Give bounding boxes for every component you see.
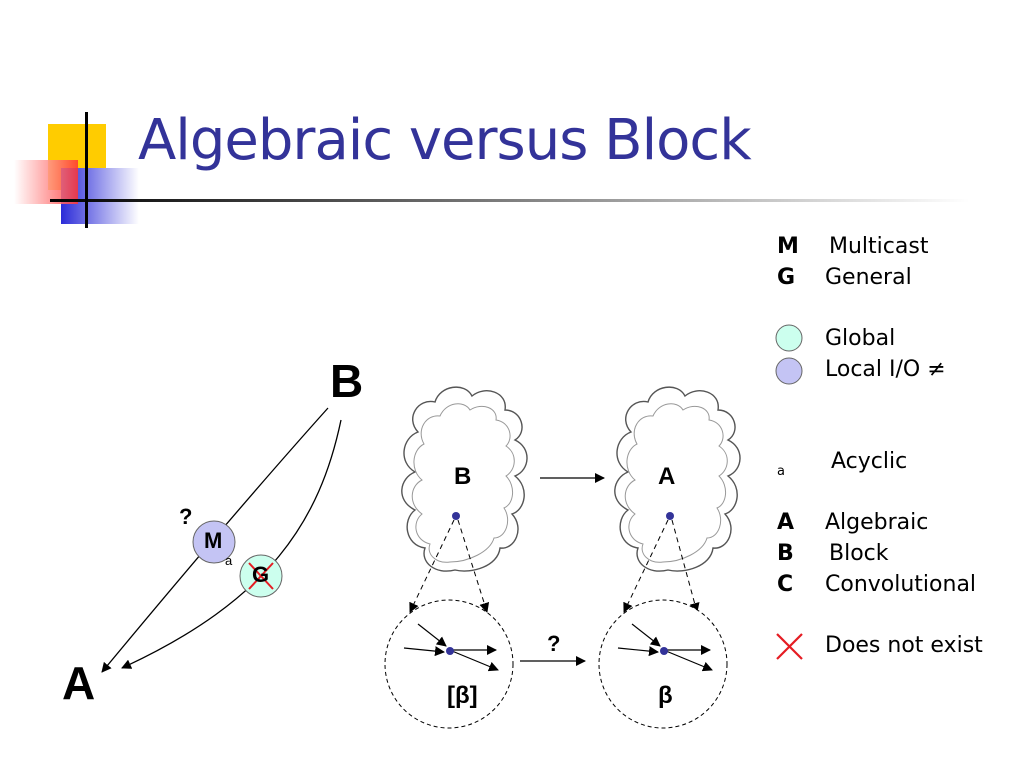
cloud-b <box>401 386 528 572</box>
dashed-b-right <box>457 519 490 613</box>
circle-right <box>598 599 728 729</box>
node-m-label: M <box>204 528 223 553</box>
node-m-subscript: a <box>225 553 233 568</box>
legend-key-block: B <box>777 541 794 566</box>
circle-left <box>384 599 514 729</box>
legend-global-circle <box>775 324 803 352</box>
cloud-b-inner <box>411 403 515 563</box>
legend-text-algebraic: Algebraic <box>825 510 929 535</box>
right-out-arrow-2 <box>665 650 713 672</box>
logo-vertical-line <box>85 112 88 228</box>
cloud-a <box>614 386 741 572</box>
label-b: B <box>330 355 364 407</box>
legend-key-a-subscript: a <box>777 464 785 479</box>
cloud-a-inner <box>624 403 728 563</box>
circle-right-label: β <box>658 682 673 709</box>
dashed-a-right <box>671 519 700 613</box>
right-in-arrow-2 <box>617 646 659 657</box>
left-in-arrow-2 <box>403 646 445 657</box>
legend-key-algebraic: A <box>777 510 795 535</box>
node-m-circle <box>192 520 236 564</box>
cloud-a-dot <box>666 512 674 520</box>
label-a: A <box>62 657 96 709</box>
cloud-b-dot <box>452 512 460 520</box>
left-out-arrow-2 <box>451 650 499 672</box>
legend-key-g: G <box>777 265 796 290</box>
legend-cross-icon <box>776 633 803 660</box>
legend-text-does-not-exist: Does not exist <box>825 633 983 658</box>
left-in-arrow-1 <box>417 623 447 647</box>
right-in-arrow-1 <box>631 623 661 647</box>
dashed-a-left <box>623 519 669 613</box>
title-underline <box>50 199 970 202</box>
circle-left-label: [β] <box>447 682 478 709</box>
page-title: Algebraic versus Block <box>138 108 752 173</box>
legend-text-acyclic: Acyclic <box>831 449 908 474</box>
node-g-label: G <box>252 562 270 587</box>
legend-text-convolutional: Convolutional <box>825 572 977 597</box>
legend-key-m: M <box>777 234 799 259</box>
legend-text-global: Global <box>825 326 896 351</box>
cloud-a-label: A <box>658 463 676 490</box>
left-circle-dot <box>446 647 454 655</box>
legend-local-circle <box>775 357 803 385</box>
legend-text-local: Local I/O ≠ <box>825 357 946 382</box>
cloud-b-label: B <box>454 463 472 490</box>
legend-text-general: General <box>825 265 912 290</box>
question-left: ? <box>179 504 193 529</box>
legend-key-convolutional: C <box>777 572 794 597</box>
curve-b-to-a-right <box>121 419 342 669</box>
right-circle-dot <box>660 647 668 655</box>
node-g-cross-icon <box>248 562 274 590</box>
dashed-b-left <box>409 519 455 613</box>
legend-text-block: Block <box>829 541 889 566</box>
red-square <box>14 160 78 204</box>
question-middle: ? <box>547 631 561 656</box>
legend-text-multicast: Multicast <box>829 234 929 259</box>
